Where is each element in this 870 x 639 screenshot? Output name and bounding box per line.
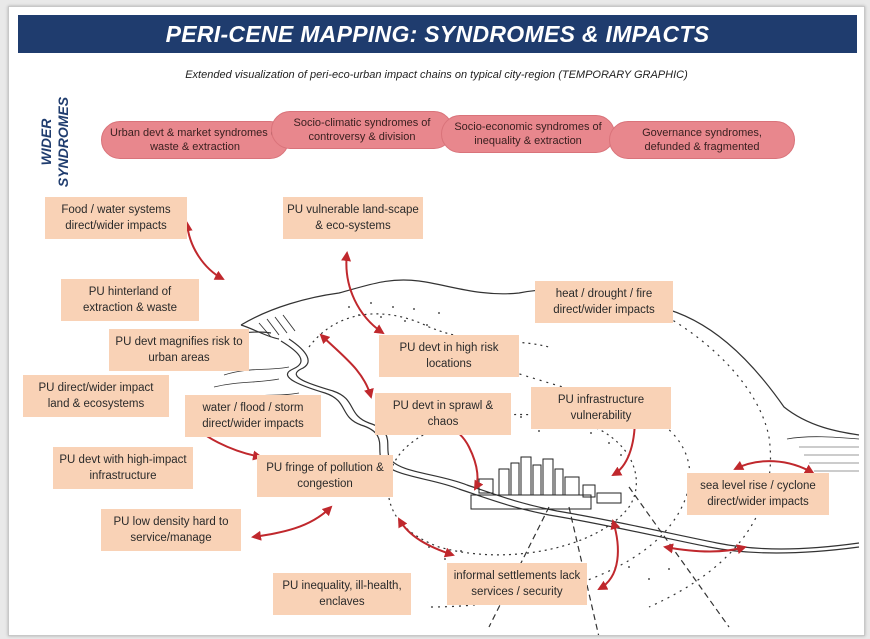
- impact-box-sea-level: sea level rise / cyclone direct/wider im…: [687, 473, 829, 515]
- impact-box-label: PU hinterland of extraction & waste: [83, 286, 177, 314]
- impact-box-label: PU inequality, ill-health, enclaves: [282, 580, 402, 608]
- impact-box-label: water / flood / storm direct/wider impac…: [202, 402, 304, 430]
- syndrome-pill-governance: Governance syndromes, defunded & fragmen…: [609, 121, 795, 159]
- impact-box-low-density: PU low density hard to service/manage: [101, 509, 241, 551]
- impact-box-direct-wider: PU direct/wider impact land & ecosystems: [23, 375, 169, 417]
- wider-syndromes-label: WIDER SYNDROMES: [29, 91, 79, 191]
- impact-box-heat-drought: heat / drought / fire direct/wider impac…: [535, 281, 673, 323]
- impact-box-high-impact-infrastructure: PU devt with high-impact infrastructure: [53, 447, 193, 489]
- impact-box-label: PU direct/wider impact land & ecosystems: [38, 382, 154, 410]
- city-cluster: [470, 456, 622, 510]
- syndrome-pill-urban: Urban devt & market syndromes of waste &…: [101, 121, 289, 159]
- impact-box-label: PU vulnerable land-scape & eco-systems: [287, 204, 419, 232]
- syndrome-pill-socio-economic: Socio-economic syndromes of inequality &…: [441, 115, 615, 153]
- impact-box-hinterland: PU hinterland of extraction & waste: [61, 279, 199, 321]
- impact-box-water-flood: water / flood / storm direct/wider impac…: [185, 395, 321, 437]
- impact-box-label: PU devt magnifies risk to urban areas: [115, 336, 243, 364]
- impact-box-label: PU fringe of pollution & congestion: [266, 462, 384, 490]
- impact-box-label: PU infrastructure vulnerability: [557, 394, 645, 422]
- syndrome-pill-label: Governance syndromes, defunded & fragmen…: [642, 127, 762, 153]
- wider-syndromes-text: WIDER SYNDROMES: [38, 96, 71, 188]
- impact-box-sprawl: PU devt in sprawl & chaos: [375, 393, 511, 435]
- impact-arrows: [182, 221, 815, 590]
- syndrome-pill-label: Socio-climatic syndromes of controversy …: [293, 117, 431, 143]
- impact-box-magnifies-risk: PU devt magnifies risk to urban areas: [109, 329, 249, 371]
- impact-box-fringe-pollution: PU fringe of pollution & congestion: [257, 455, 393, 497]
- impact-box-food-water: Food / water systems direct/wider impact…: [45, 197, 187, 239]
- impact-box-label: sea level rise / cyclone direct/wider im…: [700, 480, 816, 508]
- diagram-frame: PERI-CENE MAPPING: SYNDROMES & IMPACTS E…: [8, 6, 865, 636]
- impact-box-high-risk: PU devt in high risk locations: [379, 335, 519, 377]
- syndrome-pill-label: Socio-economic syndromes of inequality &…: [454, 121, 602, 147]
- impact-box-label: PU devt in sprawl & chaos: [392, 400, 494, 428]
- impact-box-label: informal settlements lack services / sec…: [453, 570, 581, 598]
- impact-box-inequality: PU inequality, ill-health, enclaves: [273, 573, 411, 615]
- landscape-sketch: [182, 221, 860, 635]
- impact-box-label: PU devt in high risk locations: [399, 342, 499, 370]
- syndrome-pill-socio-climatic: Socio-climatic syndromes of controversy …: [271, 111, 453, 149]
- impact-box-infrastructure-vulnerability: PU infrastructure vulnerability: [531, 387, 671, 429]
- impact-box-vulnerable-landscape: PU vulnerable land-scape & eco-systems: [283, 197, 423, 239]
- impact-box-label: PU low density hard to service/manage: [113, 516, 229, 544]
- syndrome-pill-label: Urban devt & market syndromes of waste &…: [110, 127, 280, 153]
- impact-box-informal-settlements: informal settlements lack services / sec…: [447, 563, 587, 605]
- impact-box-label: PU devt with high-impact infrastructure: [59, 454, 187, 482]
- page-title: PERI-CENE MAPPING: SYNDROMES & IMPACTS: [18, 15, 857, 53]
- page-subtitle: Extended visualization of peri-eco-urban…: [185, 69, 688, 81]
- impact-box-label: Food / water systems direct/wider impact…: [61, 204, 171, 232]
- impact-box-label: heat / drought / fire direct/wider impac…: [553, 288, 655, 316]
